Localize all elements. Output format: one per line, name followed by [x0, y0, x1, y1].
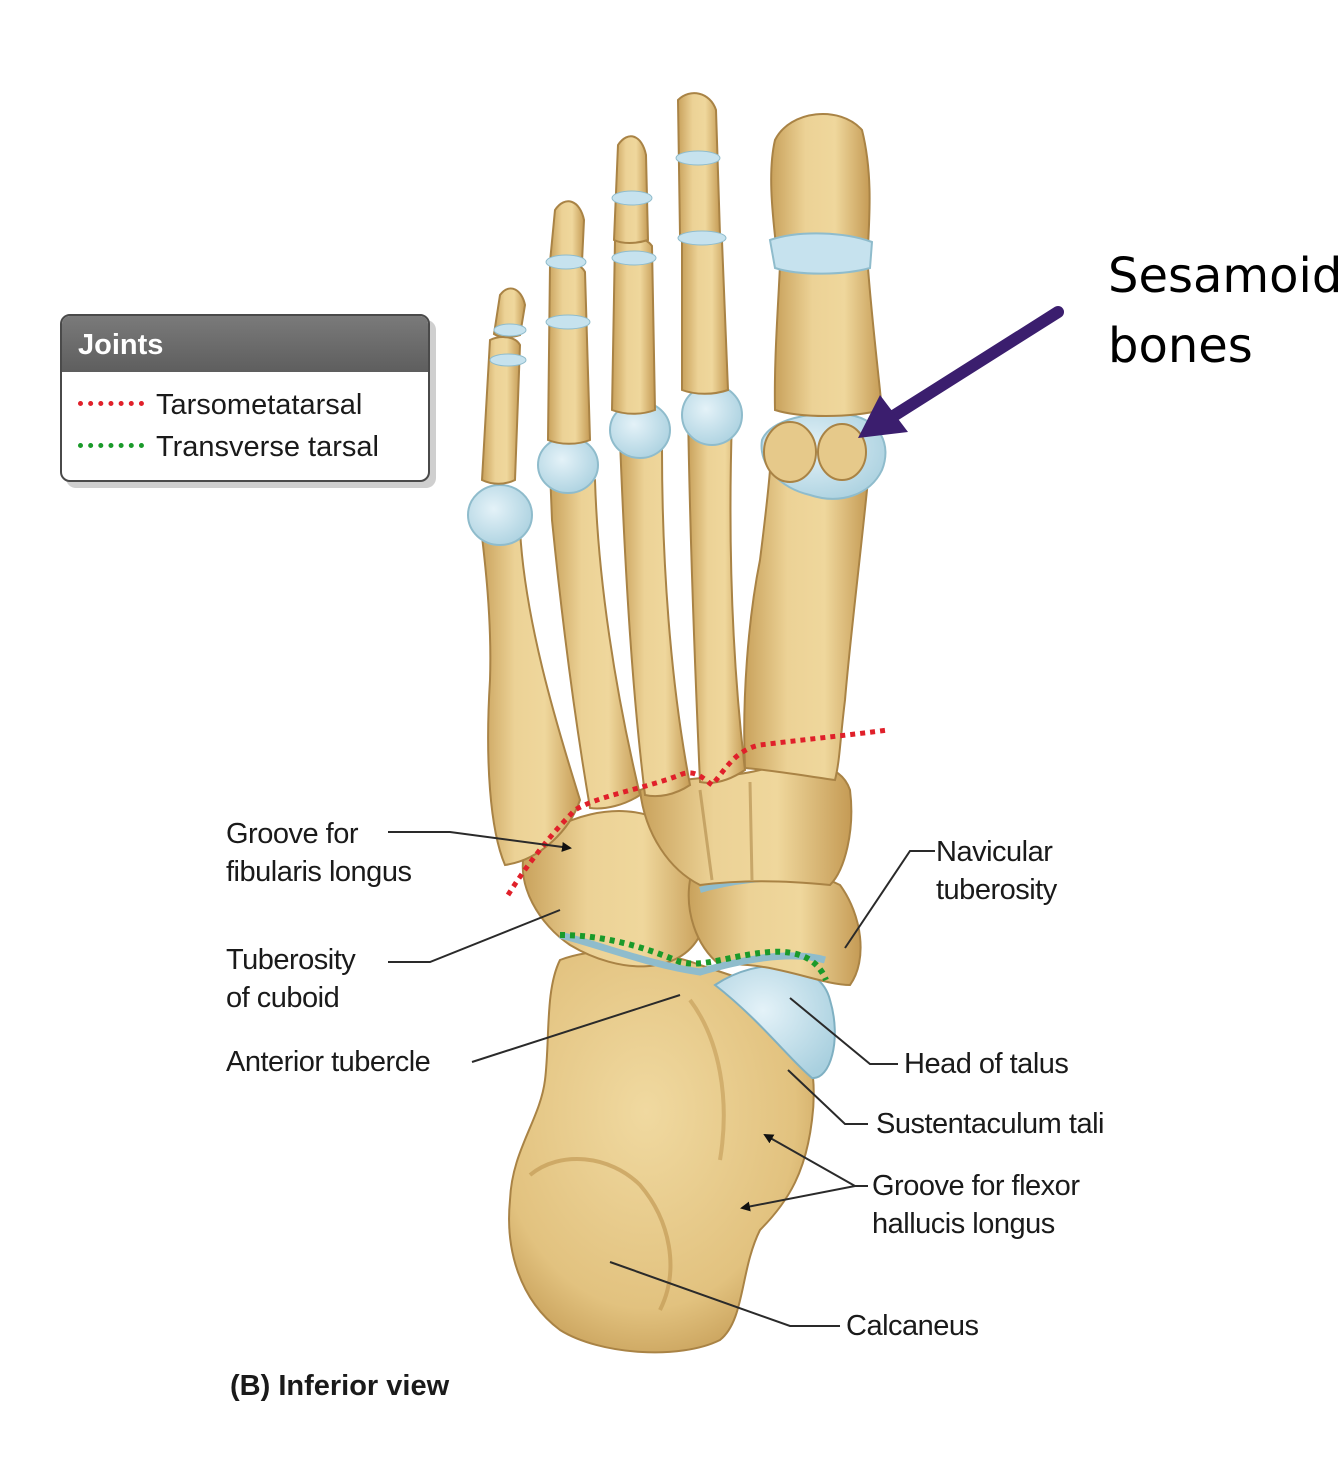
legend-title: Joints	[62, 316, 428, 372]
figure-caption: (B) Inferior view	[230, 1370, 450, 1402]
metatarsals	[478, 405, 870, 867]
sesamoid-callout-line1: Sesamoid	[1108, 248, 1343, 304]
legend-item-transverse-tarsal: Transverse tarsal	[78, 430, 379, 464]
label-tuberosity-cuboid-1: Tuberosity	[226, 944, 356, 976]
sesamoid-callout-arrow	[858, 306, 1064, 438]
legend-item-tarsometatarsal: Tarsometatarsal	[78, 388, 362, 422]
label-groove-fibularis-2: fibularis longus	[226, 856, 412, 888]
label-anterior-tubercle: Anterior tubercle	[226, 1046, 431, 1078]
label-head-of-talus: Head of talus	[904, 1048, 1069, 1080]
sesamoid-callout-line2: bones	[1108, 318, 1253, 374]
label-sustentaculum-tali: Sustentaculum tali	[876, 1108, 1104, 1140]
label-navicular-1: Navicular	[936, 836, 1053, 868]
label-groove-flexor-2: hallucis longus	[872, 1208, 1055, 1240]
label-groove-flexor-1: Groove for flexor	[872, 1170, 1080, 1202]
transverse-tarsal-joint-line	[559, 932, 829, 982]
phalanges	[480, 92, 884, 485]
sesamoid-bones	[763, 421, 867, 483]
leader-lines	[388, 831, 935, 1327]
tarsometatarsal-joint-line	[505, 727, 889, 897]
cuneiforms	[638, 763, 853, 887]
joints-legend: Joints Tarsometatarsal Transverse tarsal	[60, 314, 430, 482]
label-calcaneus: Calcaneus	[846, 1310, 979, 1342]
red-dotted-swatch	[78, 400, 144, 406]
green-dotted-swatch	[78, 442, 144, 448]
label-navicular-2: tuberosity	[936, 874, 1057, 906]
label-tuberosity-cuboid-2: of cuboid	[226, 982, 340, 1014]
label-groove-fibularis-1: Groove for	[226, 818, 359, 850]
calcaneus-bone	[508, 949, 815, 1354]
